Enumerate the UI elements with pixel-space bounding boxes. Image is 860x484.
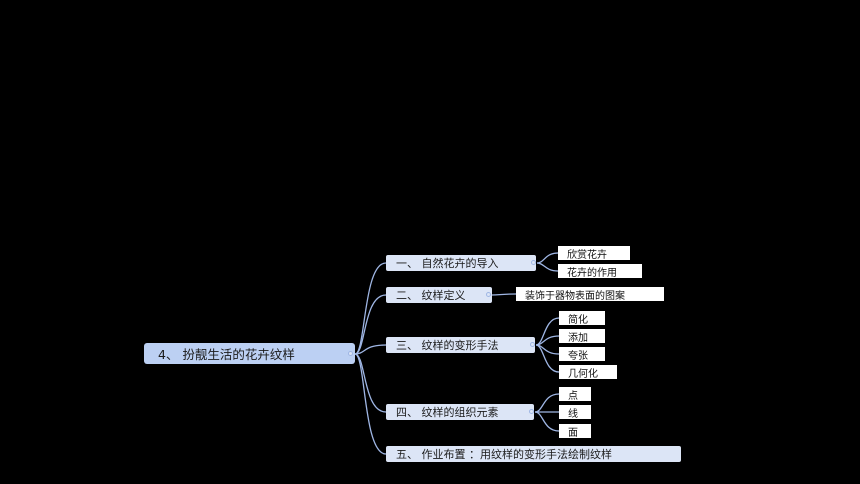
leaf-1-2[interactable]: 花卉的作用 bbox=[558, 264, 642, 279]
branch-3-collapse-dot[interactable] bbox=[530, 342, 535, 347]
leaf-3-2-label: 添加 bbox=[568, 332, 588, 344]
leaf-1-1-label: 欣赏花卉 bbox=[567, 249, 607, 261]
branch-4-label: 四、 纹样的组织元素 bbox=[396, 406, 499, 419]
leaf-3-3-label: 夸张 bbox=[568, 350, 588, 362]
leaf-1-2-label: 花卉的作用 bbox=[567, 267, 617, 279]
root-connector-1 bbox=[354, 262, 387, 355]
branch-3[interactable]: 三、 纹样的变形手法 bbox=[386, 337, 535, 353]
leaf-connector-3-2 bbox=[535, 335, 560, 346]
branch-5-label: 五、 作业布置 ：用纹样的变形手法绘制纹样 bbox=[396, 448, 612, 461]
leaf-4-3-label: 面 bbox=[568, 427, 578, 439]
leaf-1-1[interactable]: 欣赏花卉 bbox=[558, 246, 630, 261]
leaf-3-2[interactable]: 添加 bbox=[559, 329, 605, 344]
branch-1[interactable]: 一、 自然花卉的导入 bbox=[386, 255, 536, 271]
branch-2-collapse-dot[interactable] bbox=[486, 292, 491, 297]
root-topic-label: 4、 扮靓生活的花卉纹样 bbox=[158, 347, 295, 362]
leaf-connector-3-4 bbox=[535, 344, 560, 373]
leaf-4-1[interactable]: 点 bbox=[559, 387, 591, 402]
branch-4-collapse-dot[interactable] bbox=[529, 409, 534, 414]
leaf-connector-4-1 bbox=[534, 393, 560, 413]
leaf-3-3[interactable]: 夸张 bbox=[559, 347, 605, 362]
leaf-connector-2-1 bbox=[491, 293, 517, 296]
leaf-3-4[interactable]: 几何化 bbox=[559, 365, 617, 380]
leaf-4-2[interactable]: 线 bbox=[559, 405, 591, 420]
leaf-4-1-label: 点 bbox=[568, 390, 578, 402]
root-collapse-dot[interactable] bbox=[348, 351, 353, 356]
leaf-connector-3-1 bbox=[535, 317, 560, 346]
branch-1-collapse-dot[interactable] bbox=[531, 260, 536, 265]
leaf-connector-1-2 bbox=[536, 262, 559, 272]
leaf-3-1-label: 简化 bbox=[568, 314, 588, 326]
leaf-connector-1-1 bbox=[536, 252, 559, 264]
leaf-3-1[interactable]: 简化 bbox=[559, 311, 605, 326]
leaf-4-2-label: 线 bbox=[568, 408, 578, 420]
branch-2[interactable]: 二、 纹样定义 bbox=[386, 287, 492, 303]
branch-1-label: 一、 自然花卉的导入 bbox=[396, 257, 499, 270]
root-topic[interactable]: 4、 扮靓生活的花卉纹样 bbox=[144, 343, 355, 364]
branch-3-label: 三、 纹样的变形手法 bbox=[396, 339, 499, 352]
branch-4[interactable]: 四、 纹样的组织元素 bbox=[386, 404, 534, 420]
leaf-connector-4-3 bbox=[534, 411, 560, 432]
root-connector-3 bbox=[354, 344, 387, 355]
branch-2-label: 二、 纹样定义 bbox=[396, 289, 466, 302]
leaf-2-1-label: 装饰于器物表面的图案 bbox=[525, 290, 625, 302]
root-connector-2 bbox=[354, 294, 387, 355]
leaf-4-3[interactable]: 面 bbox=[559, 424, 591, 439]
leaf-3-4-label: 几何化 bbox=[568, 368, 598, 380]
root-connector-5 bbox=[354, 353, 387, 455]
branch-5[interactable]: 五、 作业布置 ：用纹样的变形手法绘制纹样 bbox=[386, 446, 681, 462]
leaf-2-1[interactable]: 装饰于器物表面的图案 bbox=[516, 287, 664, 302]
